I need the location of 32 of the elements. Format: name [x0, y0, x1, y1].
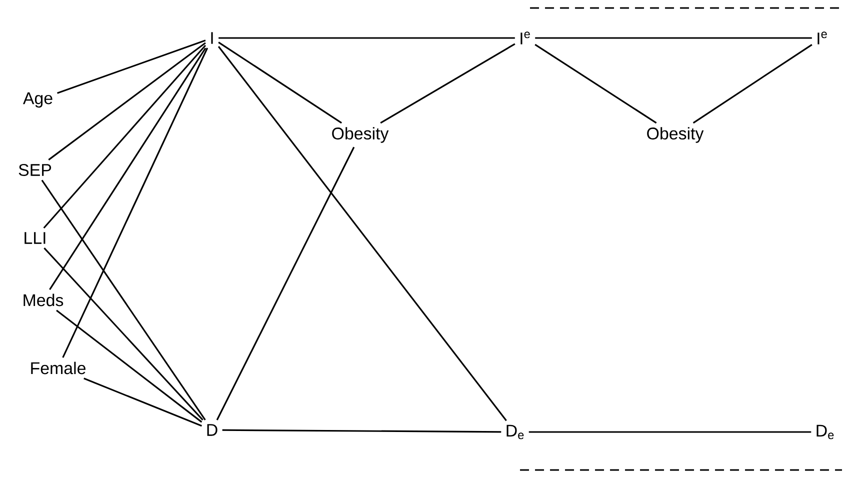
- variable-label: I$^{e}$: [520, 32, 530, 44]
- variable-label: Female: [31, 362, 86, 374]
- connector-line: [56, 310, 202, 423]
- connector-line: [48, 42, 206, 160]
- connector-line: [534, 44, 657, 124]
- connector-line: [218, 42, 342, 124]
- connector-line: [222, 429, 502, 433]
- variable-label: I$^{e}$: [818, 32, 827, 44]
- connector-line: [43, 44, 206, 228]
- variable-label: D$_{e}$: [506, 424, 524, 440]
- variable-label: SEP: [18, 164, 52, 176]
- connector-line: [41, 180, 206, 420]
- variable-label: Age: [22, 92, 52, 108]
- variable-label: I: [211, 32, 213, 44]
- variable-label: LLI: [24, 232, 46, 244]
- connector-line: [218, 37, 515, 39]
- connector-line: [57, 40, 206, 94]
- connector-line: [218, 46, 507, 422]
- connector-line: [44, 247, 204, 421]
- connector-line: [692, 44, 812, 124]
- variable-label: Obesity: [647, 127, 704, 143]
- connector-line: [216, 146, 355, 420]
- variable-label: D$_{e}$: [816, 424, 834, 440]
- variable-label: Obesity: [332, 127, 389, 143]
- connector-line: [535, 37, 812, 39]
- variable-label: D: [207, 424, 218, 436]
- variable-label: Meds: [24, 294, 64, 306]
- connector-line: [528, 431, 812, 433]
- connector-line: [62, 48, 208, 358]
- connector-line: [84, 378, 202, 427]
- connector-line: [49, 48, 206, 290]
- connector-line: [380, 43, 516, 124]
